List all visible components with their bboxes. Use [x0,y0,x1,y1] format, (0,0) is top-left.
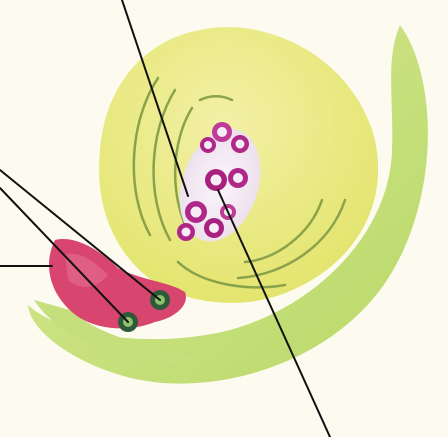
ovule-diagram [0,0,448,437]
ovule-illustration [0,0,448,437]
